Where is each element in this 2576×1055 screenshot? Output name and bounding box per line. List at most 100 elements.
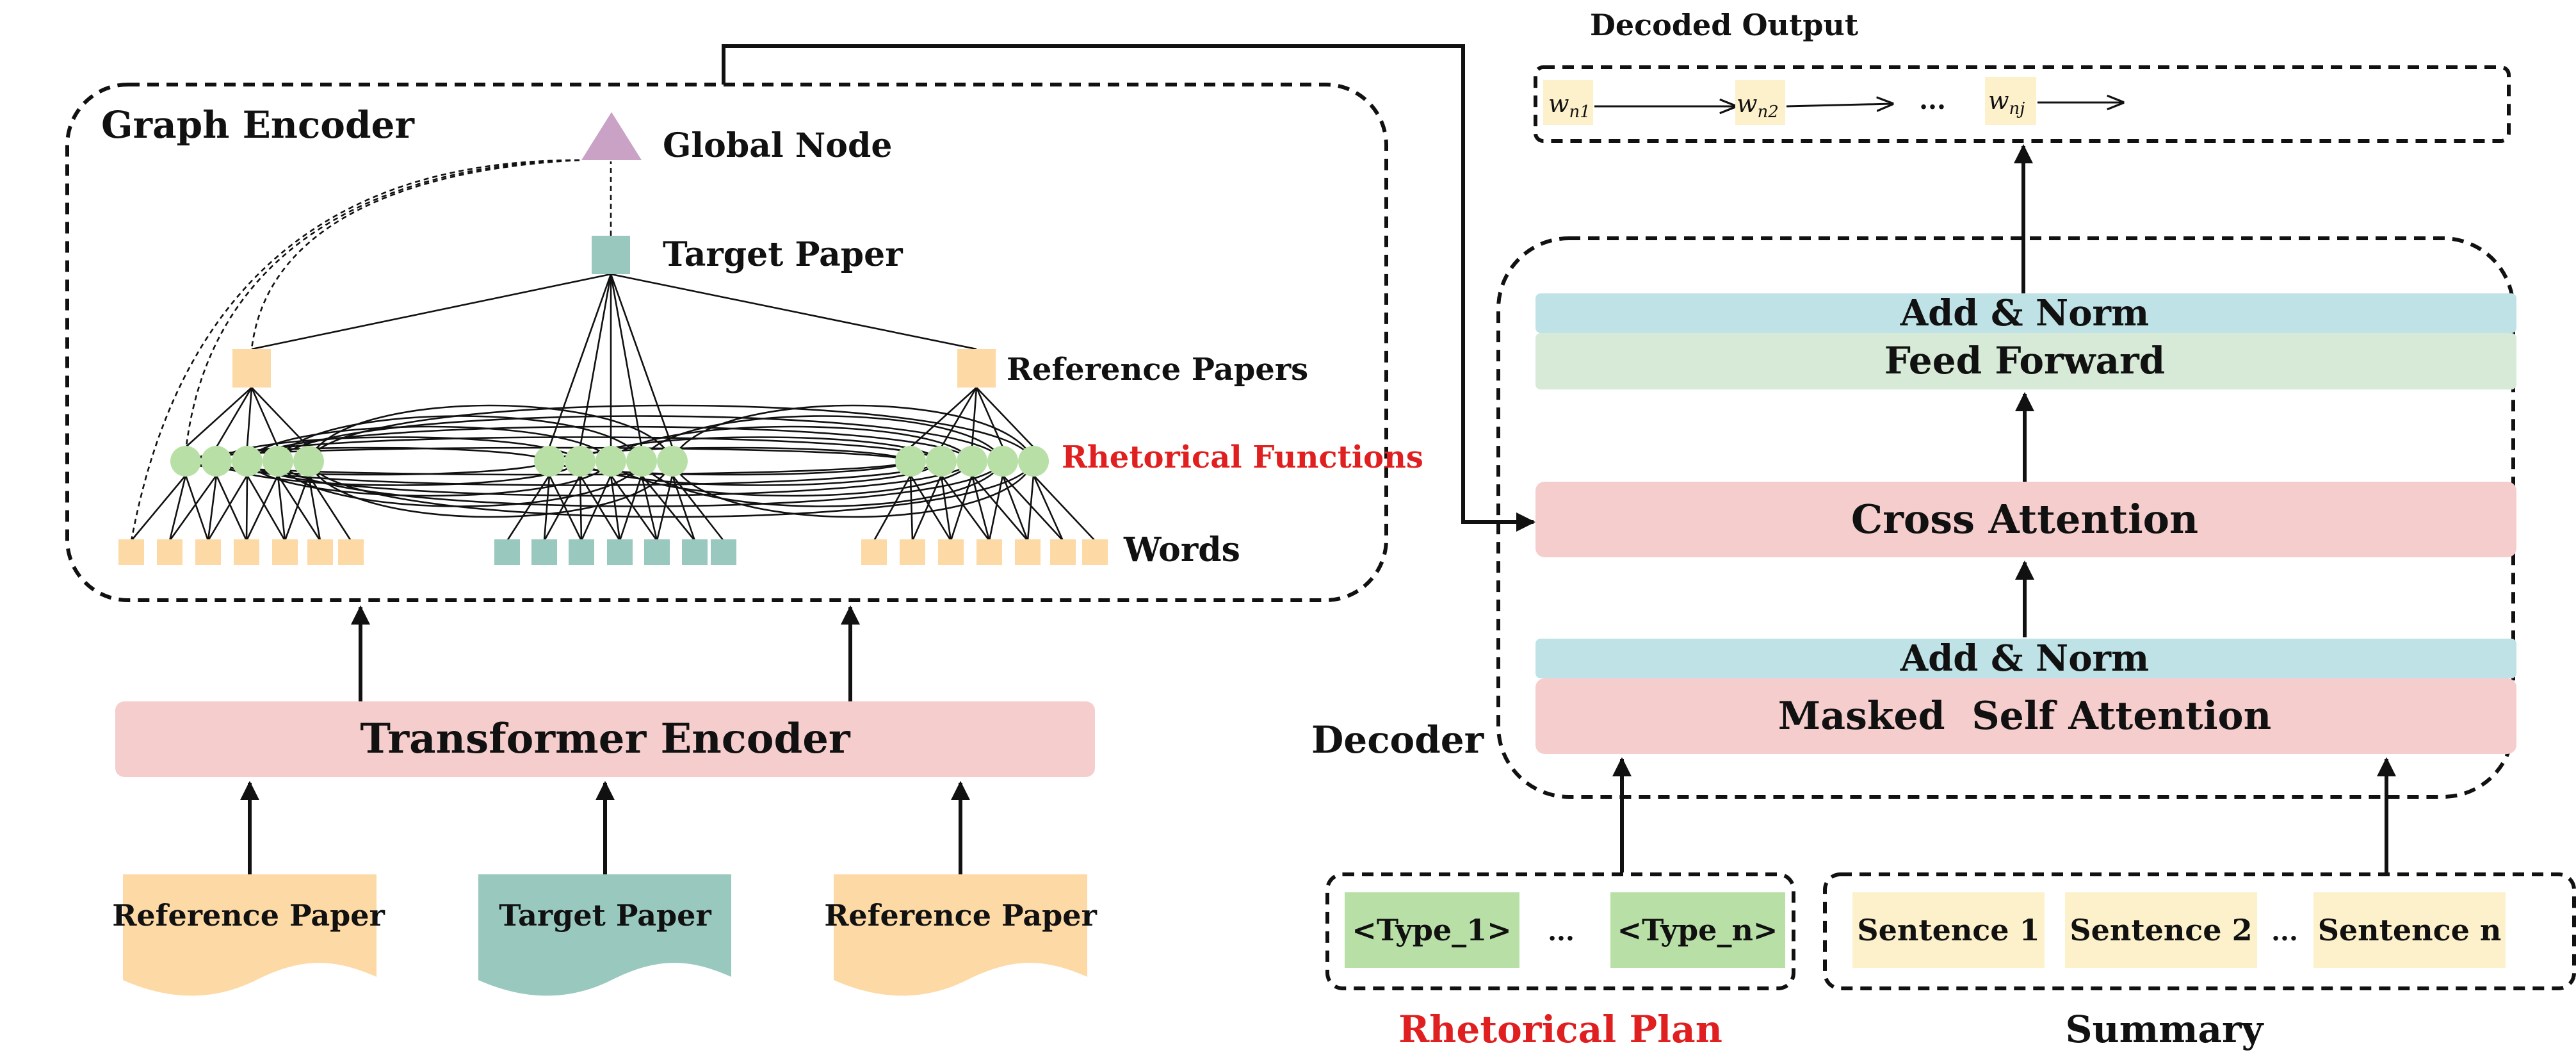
output-token-2-bg (1735, 80, 1785, 125)
edge-rf-arc (307, 404, 674, 462)
edge-rf-arc (246, 461, 612, 497)
graph-edges (130, 159, 1096, 542)
add-norm-bottom-label: Add & Norm (1900, 637, 2150, 680)
edge-rf-word (215, 475, 248, 541)
rhetorical-function-node (1018, 446, 1049, 477)
edge-rf-word (506, 475, 551, 541)
edge-rf-arc (610, 461, 973, 497)
edge-rf-word (911, 475, 943, 541)
word-node (195, 539, 221, 565)
plan-item-1-bg (1345, 892, 1519, 968)
edge-rf-arc (246, 425, 973, 462)
edge-rf-word (1001, 475, 1029, 541)
edge-rf-word (610, 475, 621, 541)
rhetorical-plan-box (1325, 872, 1795, 990)
word-node (607, 539, 633, 565)
edge-rf-arc (215, 436, 943, 462)
output-token-1: wn1 (1548, 90, 1591, 122)
edge-rf-arc (307, 461, 674, 518)
edge-rf-word (307, 475, 352, 541)
summary-ellipsis: ... (2271, 917, 2298, 947)
edge-rf-word (610, 475, 658, 541)
edge-rf-arc (610, 425, 973, 462)
output-token-3-bg (1985, 77, 2036, 125)
edge-rf-word (245, 475, 279, 541)
word-node (682, 539, 708, 565)
edge-rf-word (207, 475, 218, 541)
output-ellipsis: ... (1919, 85, 1946, 115)
input-target-paper-label: Target Paper (499, 898, 711, 933)
edge-rf-arc (277, 461, 1004, 507)
edge-rf-arc (246, 425, 612, 462)
target-paper-label: Target Paper (663, 235, 903, 274)
word-node (569, 539, 594, 565)
reference-paper-node-left (232, 349, 271, 388)
edge-paper-rf (976, 387, 1034, 448)
edge-rf-word (184, 475, 209, 541)
summary-item-1-bg (1852, 892, 2045, 968)
edge-global-word (130, 159, 580, 542)
rhetorical-function-node (595, 446, 626, 477)
rhetorical-function-node (987, 446, 1018, 477)
input-reference-paper-right-label: Reference Paper (824, 898, 1097, 933)
word-node (900, 539, 925, 565)
graph-encoder-title: Graph Encoder (101, 103, 415, 147)
rhetorical-functions-label: Rhetorical Functions (1062, 439, 1423, 475)
edge-target-ref-right (610, 273, 977, 350)
word-node (234, 539, 259, 565)
word-node (711, 539, 736, 565)
output-token-1-bg (1543, 80, 1593, 125)
word-node (307, 539, 333, 565)
word-node (531, 539, 557, 565)
output-token-2: wn2 (1737, 90, 1779, 122)
rhetorical-function-node (657, 446, 688, 477)
edge-rf-word (1033, 475, 1096, 541)
edge-rf-arc (640, 415, 1004, 462)
global-node-label: Global Node (663, 126, 892, 165)
decoded-output-box (1534, 65, 2511, 143)
edge-rf-arc (671, 404, 1035, 462)
rhetorical-function-node (534, 446, 565, 477)
arrow-graph-to-cross-attention (722, 44, 1535, 532)
word-node (118, 539, 144, 565)
rhetorical-function-node (626, 446, 657, 477)
edge-rf-word (246, 475, 286, 541)
rhetorical-function-node (201, 446, 232, 477)
rhetorical-function-node (565, 446, 595, 477)
edge-paper-rf (250, 387, 279, 448)
summary-label: Summary (2066, 1008, 2265, 1051)
reference-papers-label: Reference Papers (1007, 352, 1308, 388)
rhetorical-function-node (895, 446, 926, 477)
word-node (1082, 539, 1108, 565)
summary-box (1823, 872, 2576, 990)
graph-encoder-box (65, 83, 1388, 602)
masked-self-attention-box (1535, 678, 2516, 754)
edge-paper-rf (610, 274, 643, 448)
input-reference-paper-right (834, 874, 1087, 996)
global-node-icon (581, 112, 642, 160)
edge-global-rf (184, 159, 580, 452)
rhetorical-function-node (263, 446, 293, 477)
reference-paper-node-right (957, 349, 996, 388)
summary-item-3-bg (2313, 892, 2506, 968)
edge-rf-word (1026, 475, 1035, 541)
masked-self-attention-label: Masked Self Attention (1778, 694, 2271, 739)
edge-rf-word (971, 475, 991, 541)
edge-global-ref (250, 159, 580, 350)
graph-nodes (118, 446, 1108, 565)
rhetorical-function-node (926, 446, 957, 477)
plan-ellipsis: ... (1548, 917, 1575, 947)
word-node (976, 539, 1002, 565)
edge-rf-arc (277, 415, 1004, 462)
rhetorical-function-node (293, 446, 324, 477)
word-node (157, 539, 182, 565)
edge-rf-word (168, 475, 218, 541)
word-node (861, 539, 887, 565)
summary-item-1: Sentence 1 (1857, 913, 2039, 947)
rhetorical-function-node (232, 446, 263, 477)
edge-rf-word (579, 475, 583, 541)
edge-rf-word (1032, 475, 1064, 541)
edge-rf-word (873, 475, 912, 541)
summary-item-2-bg (2065, 892, 2257, 968)
